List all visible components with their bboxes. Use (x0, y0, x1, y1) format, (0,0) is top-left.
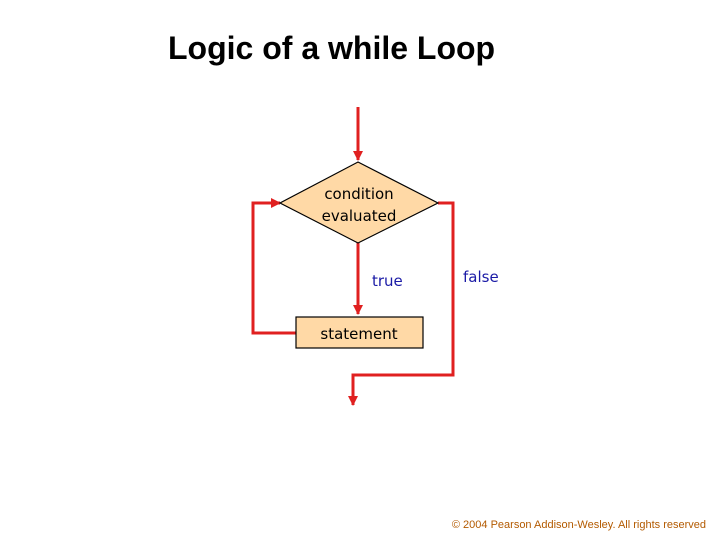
condition-text-line2: evaluated (322, 207, 397, 225)
loop-back-arrow (251, 198, 296, 335)
false-label: false (463, 268, 499, 286)
statement-box (295, 316, 424, 349)
true-label: true (372, 272, 403, 290)
statement-text: statement (320, 325, 397, 343)
slide-title: Logic of a while Loop (168, 30, 496, 66)
false-arrow (348, 201, 455, 406)
copyright-footer: © 2004 Pearson Addison-Wesley. All right… (451, 519, 706, 531)
condition-diamond (278, 161, 440, 244)
condition-text-line1: condition (324, 185, 393, 203)
